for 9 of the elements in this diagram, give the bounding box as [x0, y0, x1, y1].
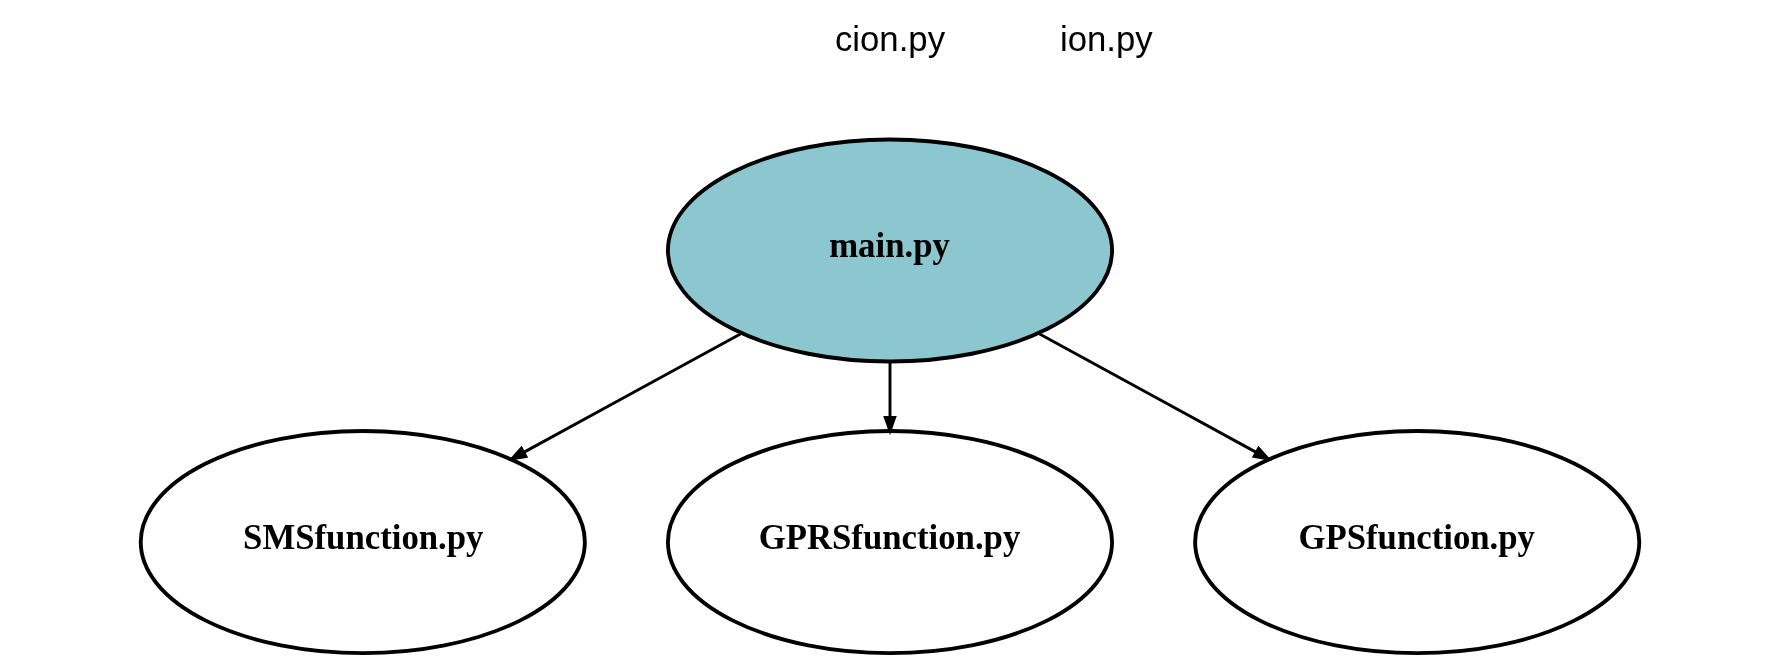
- node-ellipse: GPRSfunction.py: [665, 429, 1114, 656]
- node-ellipse: main.py: [665, 137, 1114, 364]
- label: ion.py: [1059, 20, 1153, 59]
- node-ellipse: GPSfunction.py: [1192, 429, 1641, 656]
- arrow: [1037, 332, 1272, 461]
- arrow: [507, 332, 742, 461]
- label: cion.py: [834, 20, 945, 59]
- node-ellipse: SMSfunction.py: [138, 429, 587, 656]
- arrow: [882, 362, 897, 436]
